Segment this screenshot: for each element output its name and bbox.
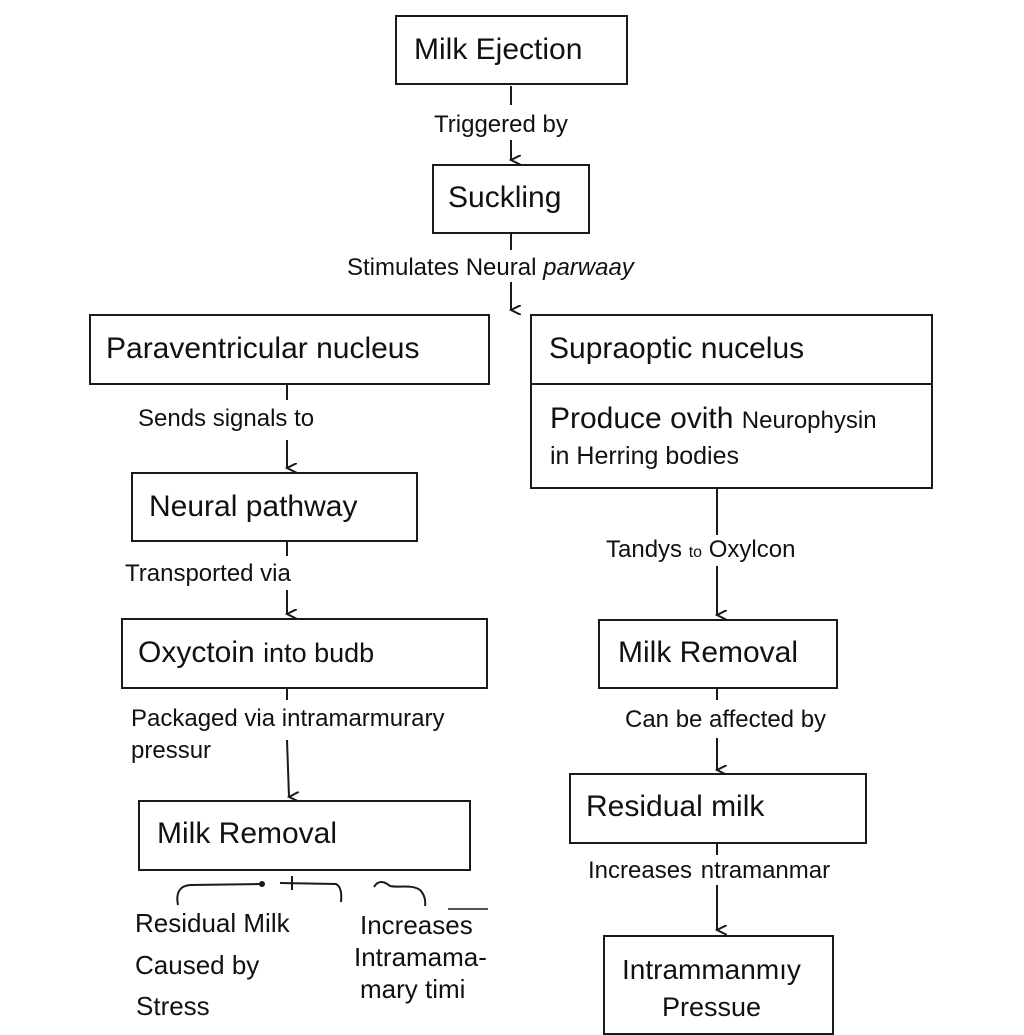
transported-via-label: Transported via bbox=[125, 560, 291, 587]
milk-removal-left-node bbox=[138, 800, 471, 871]
packaged-label-line2: pressur bbox=[131, 737, 212, 764]
residual-milk-node bbox=[569, 773, 867, 844]
milk-removal-left-label: Milk Removal bbox=[157, 817, 338, 850]
neural-pathway-node bbox=[131, 472, 418, 542]
bracket-middle bbox=[279, 882, 343, 903]
intramammary-pressure-node bbox=[603, 935, 834, 1035]
oxytocin-node bbox=[121, 618, 488, 689]
produce-label-line2: in Herring bodies bbox=[550, 442, 739, 470]
increases-note-line3: mary timi bbox=[360, 974, 466, 1004]
bracket-left bbox=[176, 883, 263, 906]
milk-removal-right-label: Milk Removal bbox=[618, 636, 799, 669]
oxytocin-label-part1: Oxyctoin bbox=[138, 636, 255, 669]
tandys-label-part2: to bbox=[688, 544, 703, 561]
paraventricular-nucleus-node bbox=[89, 314, 490, 385]
produce-label-part2: Neurophysin bbox=[741, 407, 877, 434]
stimulates-label-part2: parwaay bbox=[543, 254, 634, 281]
milk-removal-right-node bbox=[598, 619, 838, 689]
intramammary-label-line1: Intrammanmıy bbox=[622, 954, 801, 985]
can-be-affected-label: Can be affected by bbox=[625, 706, 827, 733]
oxytocin-label: Oxyctoin into budb bbox=[138, 636, 374, 670]
bracket-right bbox=[373, 881, 427, 907]
arrow-to-milk-removal-left bbox=[286, 739, 289, 797]
residual-milk-label: Residual milk bbox=[586, 790, 765, 823]
oxytocin-label-part2: into budb bbox=[263, 638, 375, 668]
suckling-label: Suckling bbox=[448, 181, 562, 214]
increases-note-line1: Increases bbox=[360, 910, 473, 940]
supraoptic-label: Supraoptic nucelus bbox=[549, 332, 805, 365]
triggered-by-label: Triggered by bbox=[434, 111, 568, 138]
increases-note-line2: Intramama- bbox=[354, 942, 487, 972]
produce-label-part1: Produce ovith bbox=[550, 402, 734, 435]
supraoptic-nucleus-node bbox=[530, 314, 933, 489]
tandys-label: Tandys to Oxylcon bbox=[606, 536, 795, 564]
stimulates-label-part1: Stimulates Neural bbox=[347, 254, 537, 281]
tandys-label-part3: Oxylcon bbox=[708, 536, 796, 563]
residual-milk-note-line3: Stress bbox=[136, 991, 210, 1021]
increases-right-label: Increases ntramanmar bbox=[588, 857, 831, 884]
bracket-dot bbox=[259, 881, 265, 887]
produce-label-line1: Produce ovith Neurophysin bbox=[550, 402, 877, 436]
paraventricular-label: Paraventricular nucleus bbox=[106, 332, 420, 365]
intramammary-label-line2: Pressue bbox=[662, 992, 762, 1022]
supraoptic-divider bbox=[530, 383, 933, 385]
packaged-label-line1: Packaged via intramarmurary bbox=[131, 705, 445, 732]
suckling-node bbox=[432, 164, 590, 234]
sends-signals-label: Sends signals to bbox=[138, 405, 315, 432]
stimulates-label: Stimulates Neural parwaay bbox=[347, 254, 634, 282]
tandys-label-part1: Tandys bbox=[606, 536, 683, 563]
neural-pathway-label: Neural pathway bbox=[149, 490, 358, 523]
residual-milk-note-line1: Residual Milk bbox=[135, 908, 290, 938]
milk-ejection-label: Milk Ejection bbox=[414, 33, 583, 66]
milk-ejection-node bbox=[395, 15, 628, 85]
residual-milk-note-line2: Caused by bbox=[135, 950, 260, 980]
